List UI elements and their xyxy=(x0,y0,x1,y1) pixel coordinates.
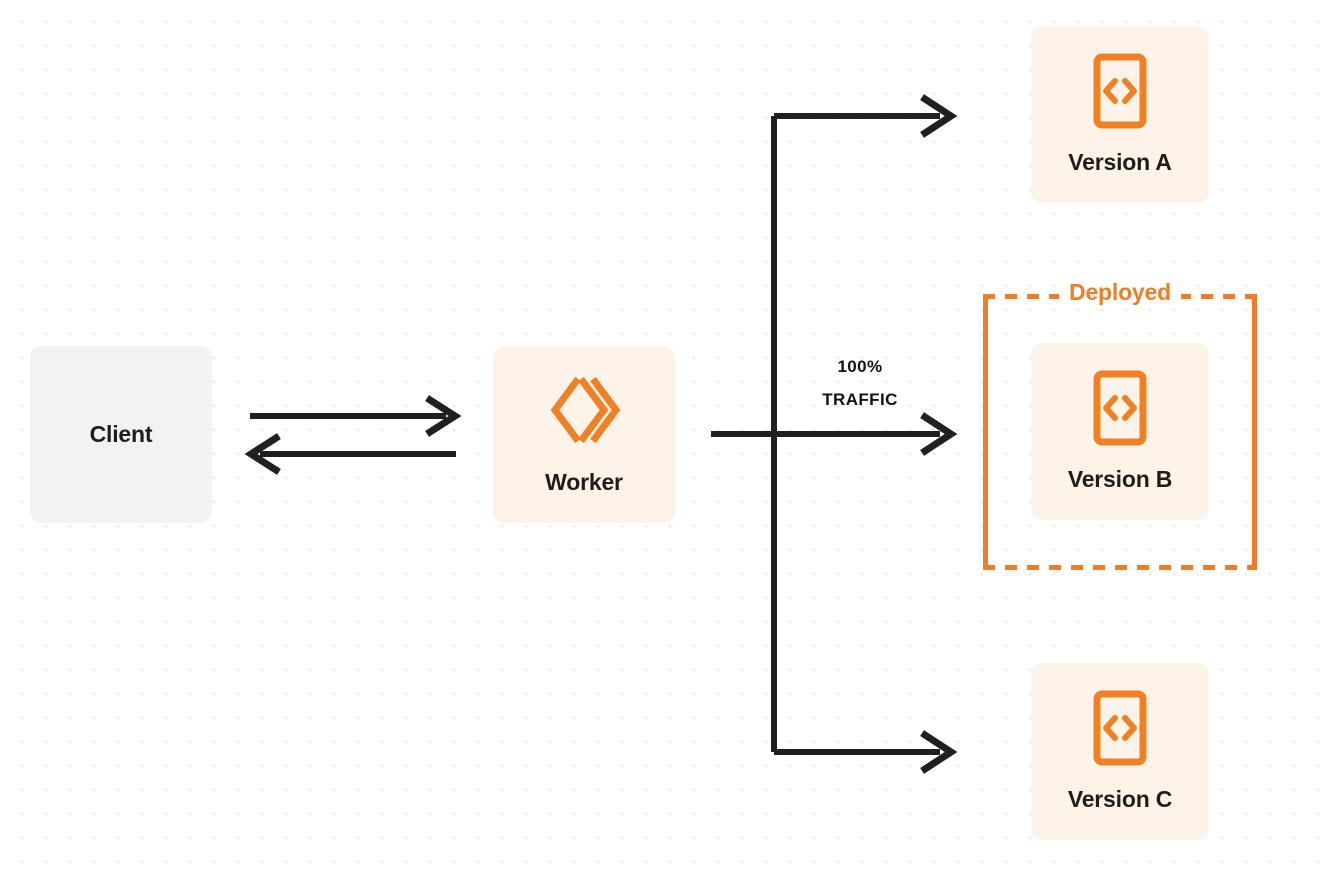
arrow-client-to-worker xyxy=(250,395,462,437)
arrow-worker-to-version-b xyxy=(711,412,958,456)
node-version-c[interactable]: Version C xyxy=(1031,663,1209,840)
node-version-b[interactable]: Version B xyxy=(1031,343,1209,520)
node-client[interactable]: Client xyxy=(30,346,212,523)
cloudflare-workers-logo-icon xyxy=(547,373,621,447)
node-worker-label: Worker xyxy=(545,469,623,495)
deployed-border-bottom xyxy=(983,565,1257,570)
arrow-worker-to-version-a xyxy=(774,94,958,138)
code-file-icon xyxy=(1093,53,1147,129)
node-version-c-label: Version C xyxy=(1067,786,1173,812)
code-file-icon xyxy=(1093,370,1147,446)
traffic-caption: TRAFFIC xyxy=(822,390,898,409)
deployed-border-right xyxy=(1252,294,1257,570)
arrow-worker-to-version-c xyxy=(774,730,958,774)
deployed-group-label: Deployed xyxy=(1059,277,1181,307)
traffic-label: 100% TRAFFIC xyxy=(790,350,930,416)
deployed-group: Deployed xyxy=(983,277,1257,570)
node-version-a[interactable]: Version A xyxy=(1031,26,1209,203)
node-worker[interactable]: Worker xyxy=(493,346,675,523)
deployed-border-top-left xyxy=(983,294,1061,299)
node-version-a-label: Version A xyxy=(1068,149,1172,175)
traffic-percent: 100% xyxy=(837,357,883,376)
arrow-worker-to-client xyxy=(244,433,456,475)
deployed-border-top-right xyxy=(1179,294,1257,299)
code-file-icon xyxy=(1093,690,1147,766)
deployed-border-left xyxy=(983,294,988,570)
node-client-label: Client xyxy=(89,421,153,447)
node-version-b-label: Version B xyxy=(1067,466,1173,492)
